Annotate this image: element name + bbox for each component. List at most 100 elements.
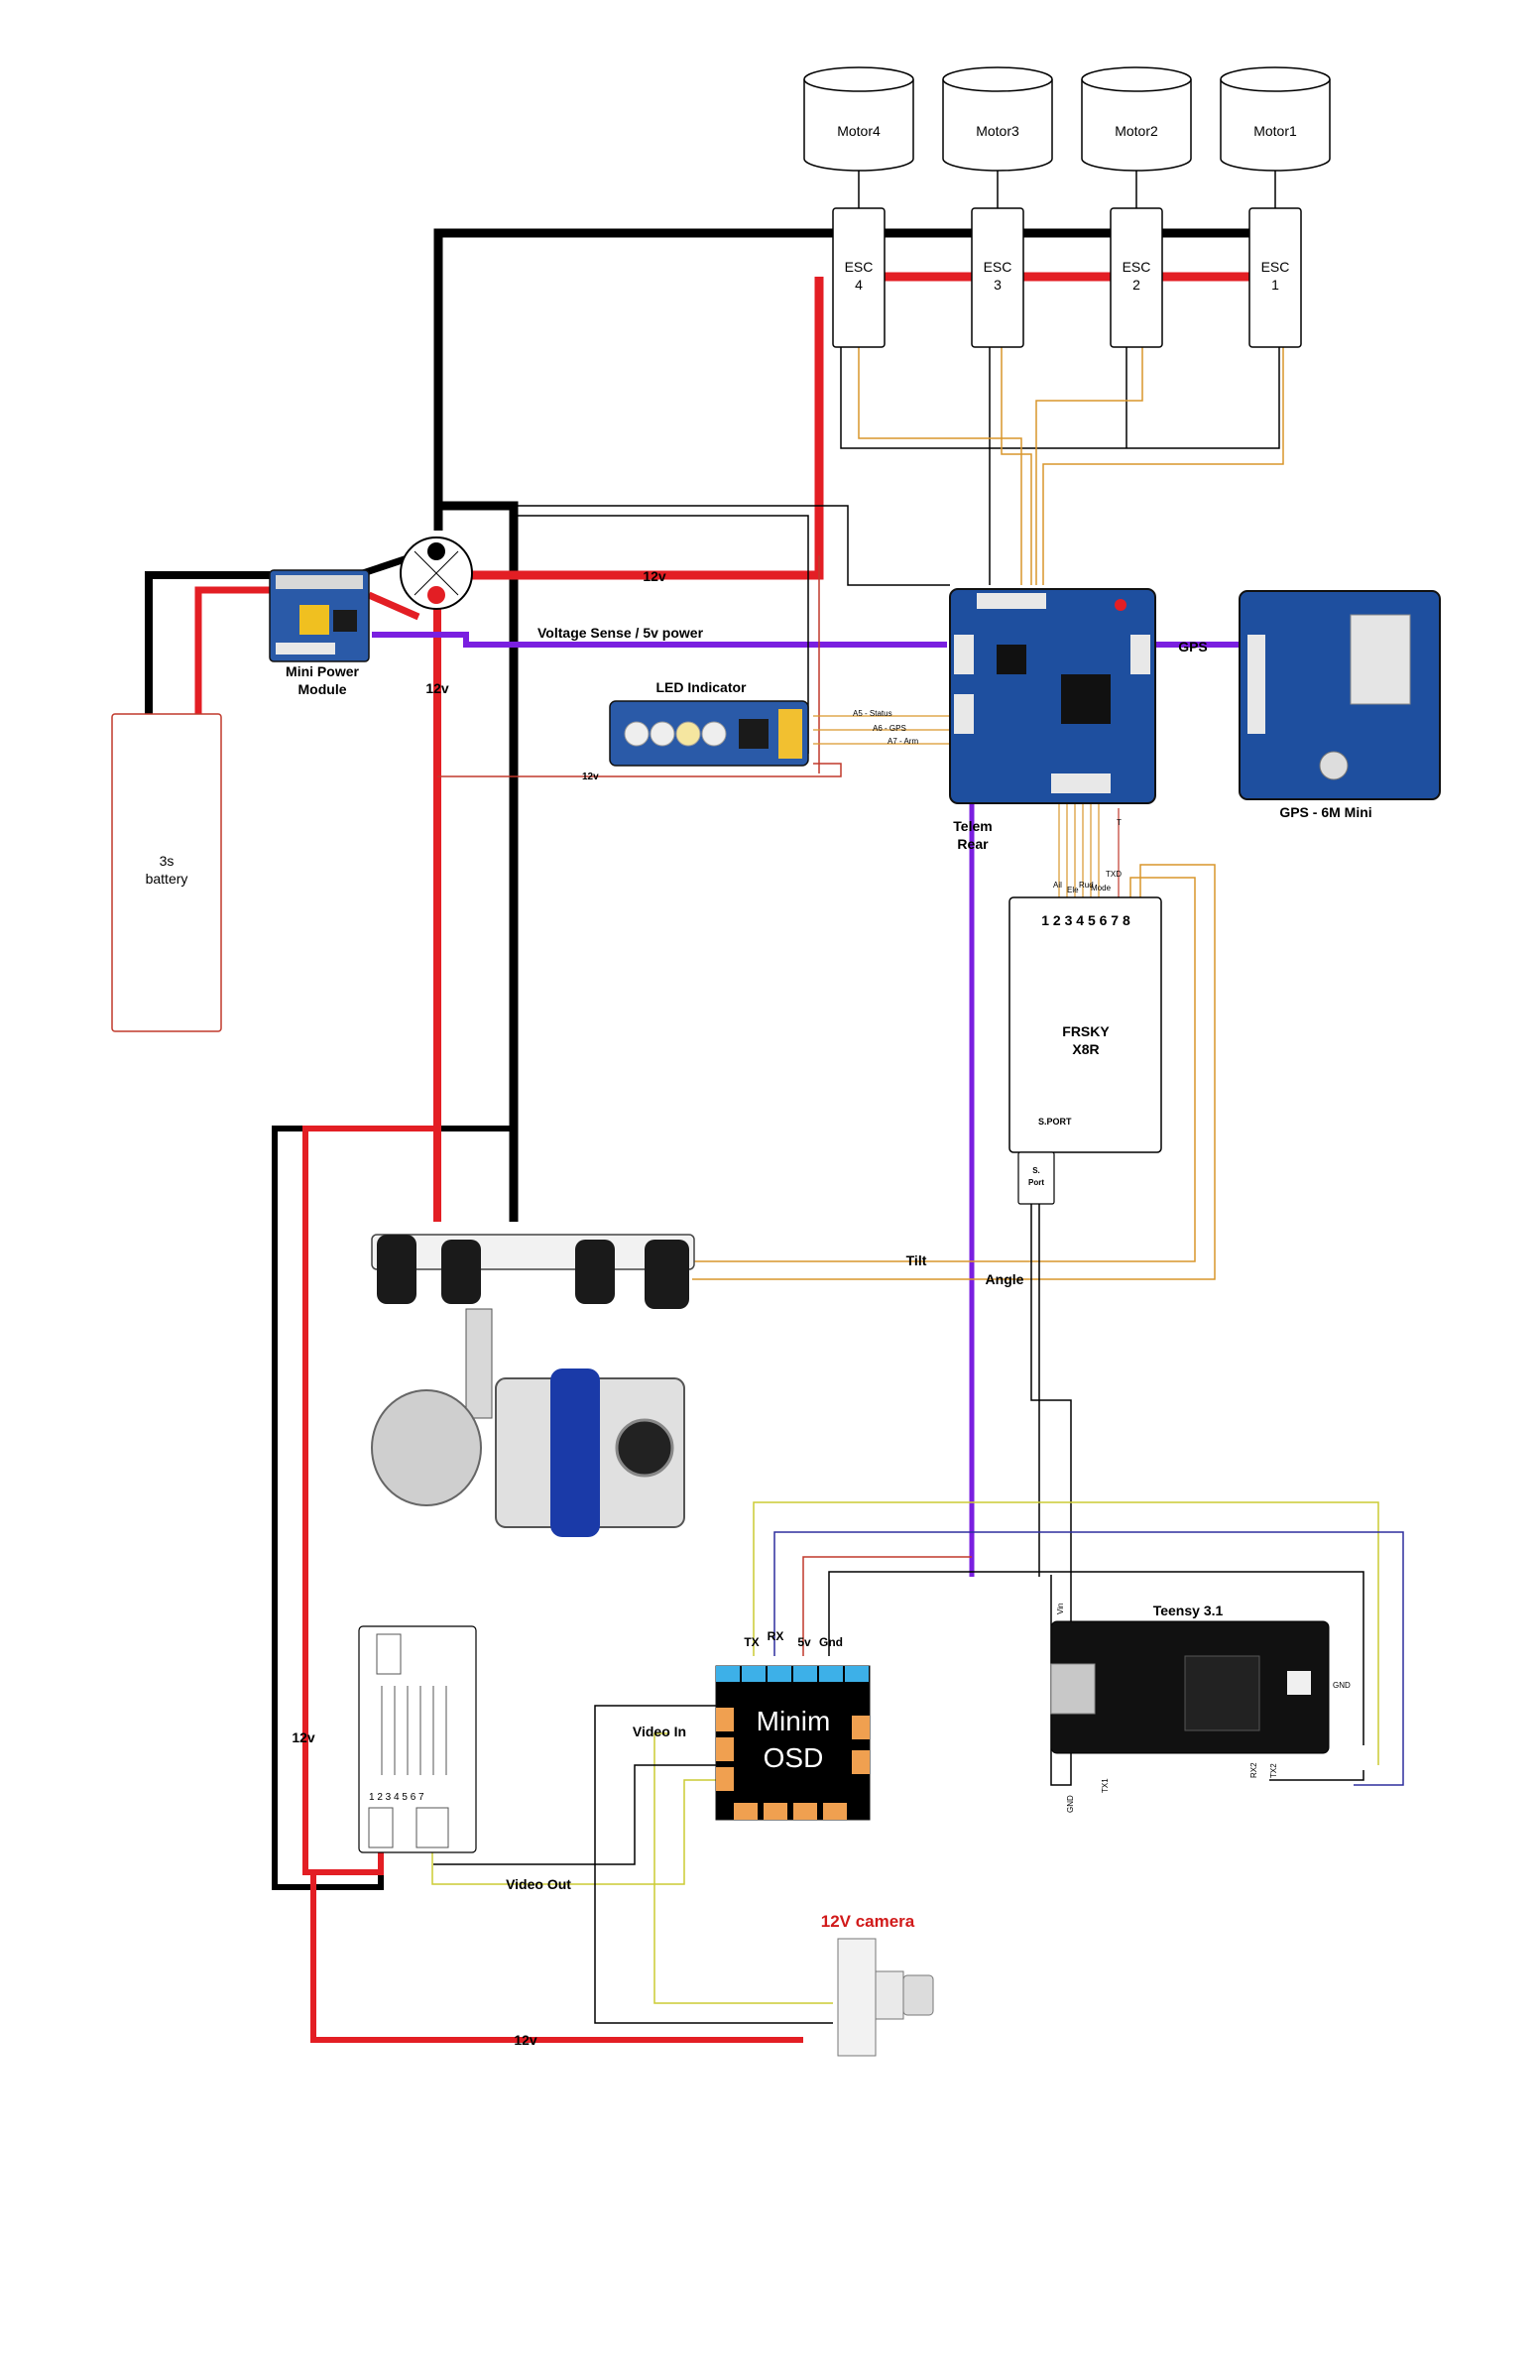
sport-connector <box>1017 1151 1055 1205</box>
motors: Motor4 Motor3 Motor2 Motor1 <box>803 66 1331 208</box>
flight-controller: Telem Rear <box>949 588 1156 852</box>
vtx-pins: 1 2 3 4 5 6 7 <box>369 1792 424 1803</box>
fc-connector-top <box>977 593 1046 609</box>
osd-pin-gnd: Gnd <box>819 1635 843 1649</box>
gps-battery <box>1319 751 1349 780</box>
motor-1: Motor1 <box>1220 66 1331 208</box>
gps-antenna-module <box>1350 614 1411 705</box>
red-battery <box>194 586 273 714</box>
label-tilt: Tilt <box>906 1252 927 1268</box>
fc-connector-left-2 <box>954 694 974 734</box>
splitter-ground-terminal <box>427 542 445 560</box>
esc2-signal <box>1035 347 1143 585</box>
motor-top <box>1081 66 1192 92</box>
teensy-mcu <box>1184 1655 1260 1731</box>
gimbal-roll-motor <box>371 1389 482 1506</box>
motor-label: Motor3 <box>976 123 1019 139</box>
rc-label-t: T <box>1117 818 1122 827</box>
receiver-name-line2: X8R <box>1072 1041 1099 1057</box>
tilt-wire <box>692 877 1196 1262</box>
red-bottom-12v <box>310 1872 803 2043</box>
rc-label-rud: Rud <box>1079 881 1094 890</box>
osd-pin-3 <box>768 1666 791 1682</box>
power-module-chip-2 <box>333 610 357 632</box>
teensy-pin-gnd-right: GND <box>1333 1681 1351 1690</box>
esc-label: ESC <box>1123 259 1151 275</box>
teensy-pin-tx2: TX2 <box>1269 1763 1278 1778</box>
camera-lens-barrel <box>902 1974 934 2016</box>
motor-label: Motor1 <box>1253 123 1297 139</box>
video-black-2 <box>433 1764 716 1865</box>
angle-wire <box>692 864 1216 1280</box>
gimbal-motor-4 <box>645 1240 689 1309</box>
osd-rx-blue <box>773 1531 1404 1786</box>
receiver-box <box>1008 896 1162 1153</box>
led-indicator-title: LED Indicator <box>655 679 747 695</box>
led-connector <box>778 709 802 759</box>
gimbal-motor-3 <box>575 1240 615 1304</box>
gimbal-motor-1 <box>377 1235 416 1304</box>
teensy-gnd-black <box>1269 1770 1364 1781</box>
osd-pad-left-1 <box>716 1708 734 1731</box>
ground-bus-splitter <box>433 501 519 1222</box>
osd-pad-left-2 <box>716 1737 734 1761</box>
gps-module-label: GPS - 6M Mini <box>1279 804 1371 820</box>
esc-1: ESC 1 <box>1248 207 1302 348</box>
teensy-pin-tx1: TX1 <box>1101 1778 1110 1793</box>
label-video-out: Video Out <box>506 1876 571 1892</box>
frsky-receiver: 1 2 3 4 5 6 7 8 FRSKY X8R S.PORT S. Port… <box>1008 818 1162 1205</box>
label-video-in: Video In <box>633 1724 686 1739</box>
label-voltage-sense: Voltage Sense / 5v power <box>537 625 704 641</box>
label-angle: Angle <box>986 1271 1024 1287</box>
esc-box <box>832 207 886 348</box>
esc-2: ESC 2 <box>1110 207 1163 348</box>
red-pm-to-splitter <box>367 591 420 621</box>
osd-label-line1: Minim <box>757 1706 831 1736</box>
teensy-title: Teensy 3.1 <box>1153 1603 1224 1618</box>
esc-label: ESC <box>845 259 874 275</box>
receiver-name-line1: FRSKY <box>1062 1023 1110 1039</box>
esc-ground-return <box>840 347 1280 449</box>
teensy-usb <box>1050 1663 1096 1715</box>
osd-board <box>715 1665 871 1821</box>
fc-connector-left-1 <box>954 635 974 674</box>
esc-number: 1 <box>1271 277 1279 293</box>
fc-chip <box>997 645 1026 674</box>
osd-pad-left-3 <box>716 1767 734 1791</box>
fc-thin-black-loop-2 <box>514 515 809 754</box>
fc-red-led <box>1115 599 1126 611</box>
label-12v-main: 12v <box>643 568 666 584</box>
esc-box <box>1248 207 1302 348</box>
battery-label-line1: 3s <box>160 853 175 869</box>
osd-pad-bottom-3 <box>793 1803 817 1820</box>
camera-pcb <box>837 1938 877 2057</box>
osd-gnd-black <box>828 1571 1364 1745</box>
label-12v-left: 12v <box>292 1729 315 1745</box>
wire-labels: 12v Voltage Sense / 5v power 12v 12v 12v… <box>292 568 1207 2048</box>
label-12v-led: 12v <box>582 772 599 782</box>
led-white-1 <box>624 721 650 747</box>
motor-top <box>1220 66 1331 92</box>
battery-label-line2: battery <box>146 871 188 887</box>
led-pin-a7: A7 - Arm <box>888 737 918 746</box>
camera-strap <box>550 1368 600 1537</box>
vtx-connector-2 <box>415 1807 449 1848</box>
led-white-2 <box>650 721 675 747</box>
camera-lens <box>615 1418 674 1478</box>
sport-connector-line1: S. <box>1032 1166 1040 1175</box>
battery: 3s battery <box>111 713 222 1032</box>
osd-pin-2 <box>742 1666 766 1682</box>
esc-number: 4 <box>855 277 863 293</box>
teensy-pin-gnd: GND <box>1066 1795 1075 1813</box>
vtx-antenna-coil <box>376 1633 402 1675</box>
osd-pad-bottom-2 <box>764 1803 787 1820</box>
motor-top <box>942 66 1053 92</box>
fc-label-line1: Telem <box>953 818 992 834</box>
led-red-12v <box>437 763 842 777</box>
rc-label-txd: TXD <box>1106 870 1122 879</box>
gimbal-arm <box>465 1308 493 1419</box>
minim-osd: Minim OSD TX RX 5v Gnd <box>715 1629 871 1821</box>
esc-box <box>971 207 1024 348</box>
video-in-yellow <box>653 1732 833 2004</box>
